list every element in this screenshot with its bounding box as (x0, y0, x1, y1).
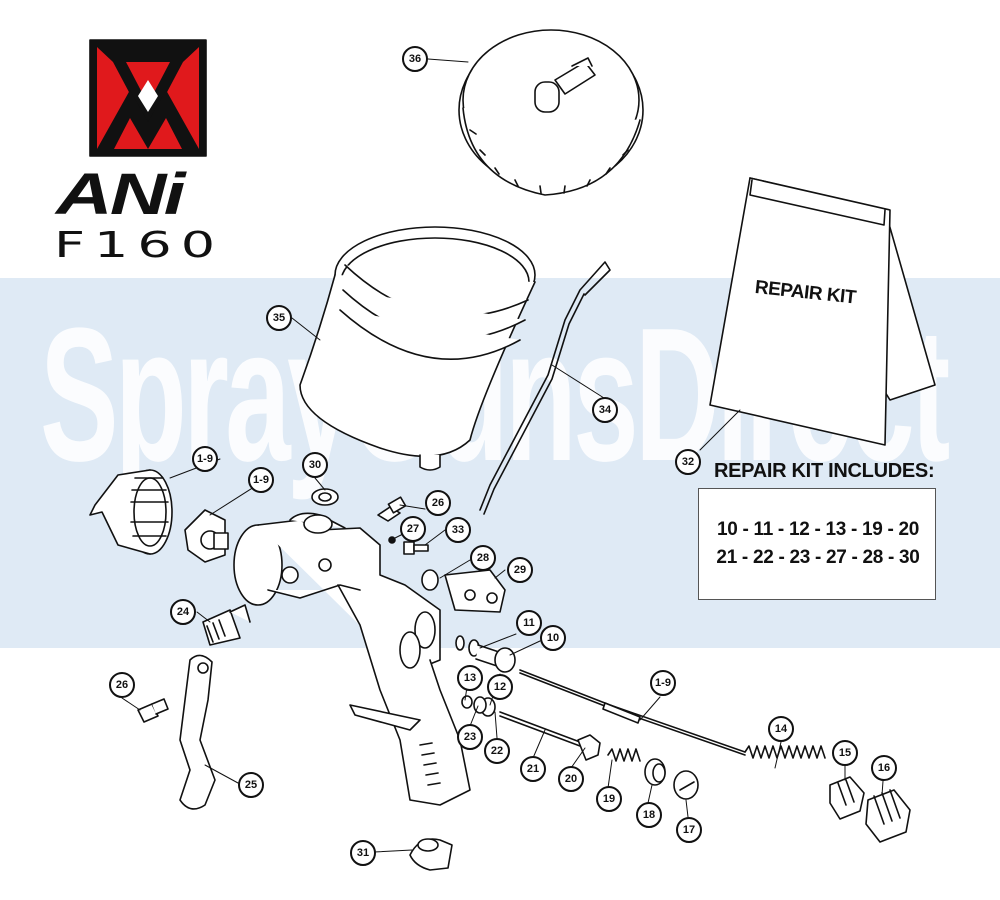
part-lid (458, 29, 644, 196)
callout-26-upper: 26 (425, 490, 451, 516)
part-repair-kit-bag (709, 177, 936, 446)
part-pin (388, 536, 396, 544)
part-seal (311, 488, 339, 506)
callout-32: 32 (675, 449, 701, 475)
callout-25: 25 (238, 772, 264, 798)
part-cup (299, 226, 536, 471)
part-screw-upper (377, 496, 407, 522)
repair-kit-title: REPAIR KIT INCLUDES: (714, 460, 935, 482)
callout-22: 22 (484, 738, 510, 764)
part-fluid-nozzle (184, 509, 229, 563)
callout-35: 35 (266, 305, 292, 331)
part-o-rings (461, 695, 496, 717)
part-screw-lower (137, 698, 169, 723)
repair-kit-line-1: 10 - 11 - 12 - 13 - 19 - 20 (716, 519, 920, 540)
part-gun-body (233, 512, 471, 806)
part-spring-large (744, 745, 826, 759)
callout-26-lower: 26 (109, 672, 135, 698)
callout-1-9-air-cap: 1-9 (192, 446, 218, 472)
callout-10: 10 (540, 625, 566, 651)
part-air-cap (89, 469, 173, 555)
brand-model: F160 (54, 225, 225, 266)
callout-20: 20 (558, 766, 584, 792)
callout-18: 18 (636, 802, 662, 828)
callout-13: 13 (457, 665, 483, 691)
callout-33: 33 (445, 517, 471, 543)
callout-15: 15 (832, 740, 858, 766)
callout-27: 27 (400, 516, 426, 542)
brand-wordmark: ANi (56, 162, 185, 227)
callout-1-9-needle: 1-9 (650, 670, 676, 696)
part-knob (865, 789, 911, 843)
callout-16: 16 (871, 755, 897, 781)
part-fan-adjuster (202, 604, 251, 646)
callout-14: 14 (768, 716, 794, 742)
callout-19: 19 (596, 786, 622, 812)
part-hanger-wire (479, 261, 611, 515)
logo-emblem (89, 39, 207, 157)
part-adjuster-nut (829, 776, 865, 820)
part-needle-rod (499, 711, 581, 747)
repair-kit-line-2: 21 - 22 - 23 - 27 - 28 - 30 (716, 547, 920, 568)
callout-11: 11 (516, 610, 542, 636)
part-packing (455, 635, 516, 673)
callout-1-9-nozzle: 1-9 (248, 467, 274, 493)
callout-17: 17 (676, 817, 702, 843)
part-needle (519, 669, 746, 756)
part-hook (409, 838, 453, 871)
callout-30: 30 (302, 452, 328, 478)
callout-12: 12 (487, 674, 513, 700)
part-valve (403, 541, 429, 555)
part-trigger (179, 654, 216, 810)
part-air-valve (421, 569, 506, 613)
part-ring (644, 758, 666, 786)
callout-23: 23 (457, 724, 483, 750)
callout-21: 21 (520, 756, 546, 782)
callout-28: 28 (470, 545, 496, 571)
part-spring-small (607, 748, 641, 762)
callout-34: 34 (592, 397, 618, 423)
callout-36: 36 (402, 46, 428, 72)
callout-31: 31 (350, 840, 376, 866)
repair-kit-box: 10 - 11 - 12 - 13 - 19 - 20 21 - 22 - 23… (698, 488, 936, 600)
part-valve-stem (577, 734, 601, 761)
callout-24: 24 (170, 599, 196, 625)
part-cap (673, 770, 699, 800)
callout-29: 29 (507, 557, 533, 583)
